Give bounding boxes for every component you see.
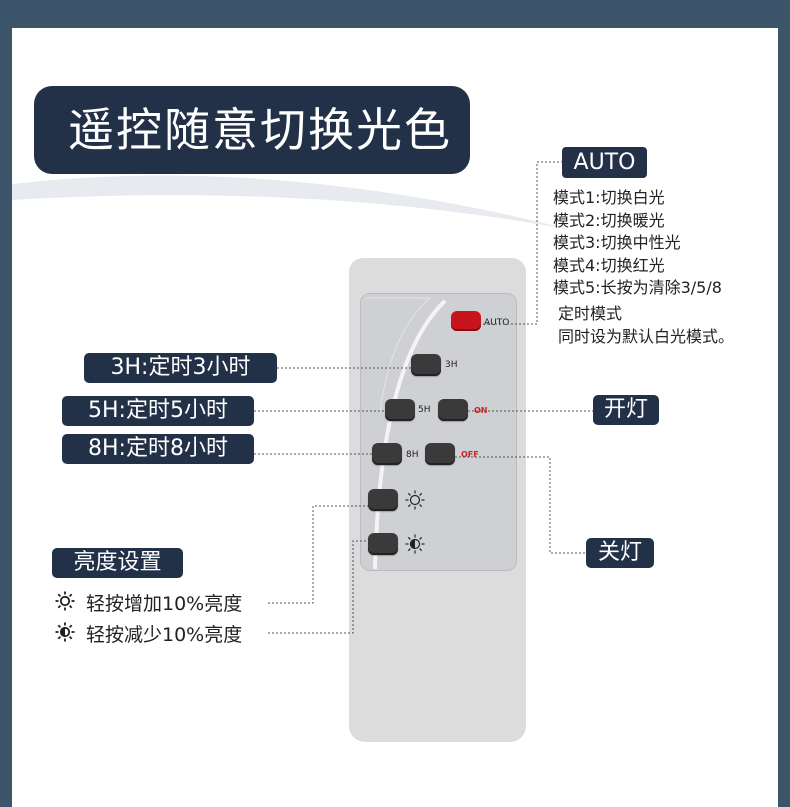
- auto-mode-1: 模式1:切换白光: [553, 188, 665, 207]
- on-callout: 开灯: [593, 395, 659, 425]
- auto-mode-2: 模式2:切换暖光: [553, 210, 665, 230]
- auto-button[interactable]: [451, 311, 481, 331]
- sun-legend-icon: [55, 591, 75, 611]
- brightness-increase-text: 轻按增加10%亮度: [86, 593, 243, 615]
- timer-5h-callout: 5H:定时5小时: [62, 396, 254, 426]
- auto-badge: AUTO: [562, 147, 647, 178]
- off-callout: 关灯: [586, 538, 654, 568]
- auto-mode-5: 模式5:长按为清除3/5/8: [553, 278, 722, 297]
- half-sun-legend-icon: [55, 622, 75, 642]
- timer-8h-label: 8H: [406, 450, 419, 460]
- timer-5h-label: 5H: [418, 405, 431, 415]
- page-title: 遥控随意切换光色: [34, 86, 470, 174]
- auto-button-label: AUTO: [484, 318, 510, 328]
- auto-mode-4: 模式4:切换红光: [553, 255, 665, 275]
- brightness-down-button[interactable]: [368, 533, 398, 555]
- panel-curve: [365, 297, 447, 570]
- timer-3h-button[interactable]: [411, 354, 441, 376]
- timer-8h-button[interactable]: [372, 443, 402, 465]
- brightness-title: 亮度设置: [52, 548, 183, 578]
- banner-swoosh: [12, 175, 572, 230]
- timer-3h-label: 3H: [445, 360, 458, 370]
- brightness-decrease-text: 轻按减少10%亮度: [86, 624, 243, 646]
- off-button-label: OFF: [461, 450, 479, 459]
- timer-3h-callout: 3H:定时3小时: [84, 353, 277, 383]
- half-sun-icon: [405, 534, 425, 554]
- auto-mode-3: 模式3:切换中性光: [553, 233, 681, 252]
- brightness-up-button[interactable]: [368, 489, 398, 511]
- on-button[interactable]: [438, 399, 468, 421]
- sun-icon: [405, 490, 425, 510]
- auto-mode-note: 定时模式 同时设为默认白光模式。: [558, 304, 735, 346]
- off-button[interactable]: [425, 443, 455, 465]
- on-button-label: ON: [474, 406, 488, 415]
- timer-8h-callout: 8H:定时8小时: [62, 434, 254, 464]
- timer-5h-button[interactable]: [385, 399, 415, 421]
